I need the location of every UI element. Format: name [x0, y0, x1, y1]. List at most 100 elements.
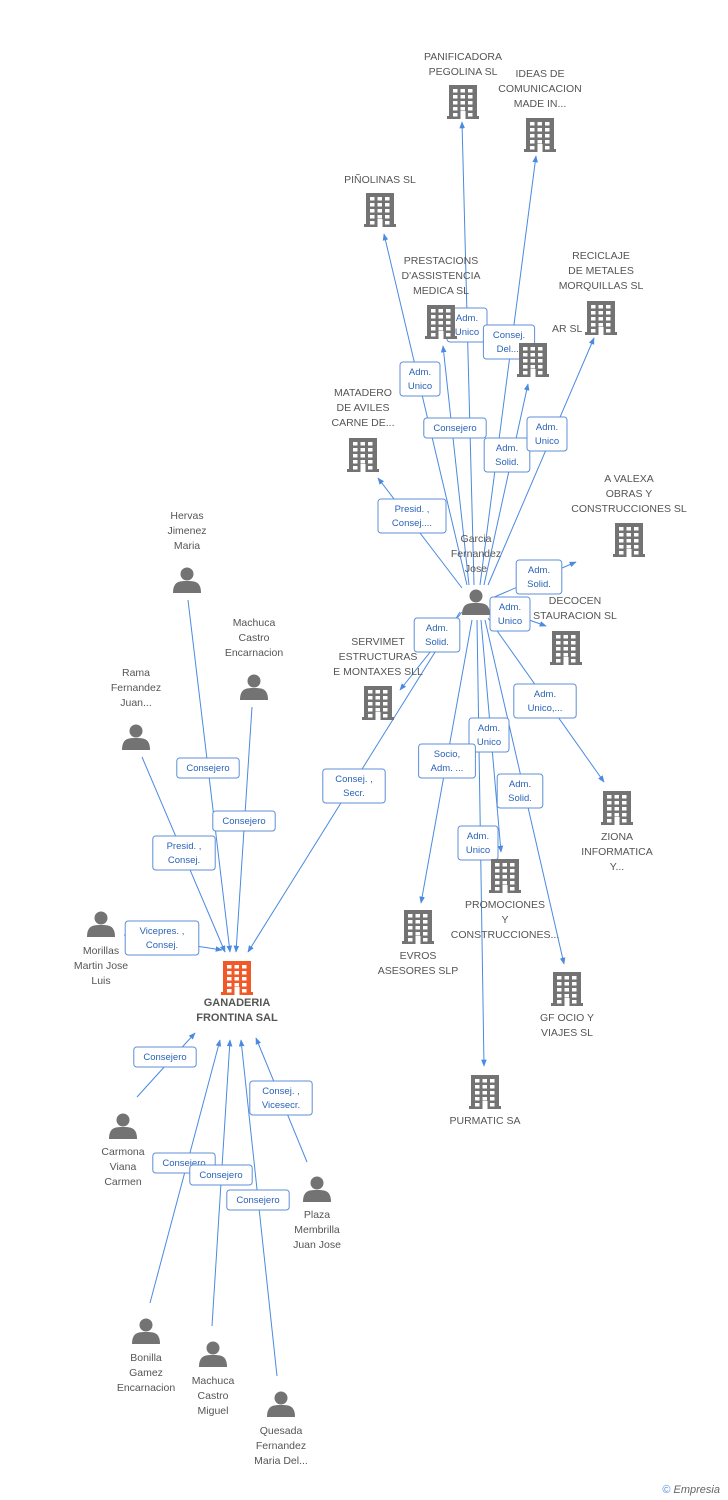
node-purmatic[interactable]: PURMATIC SA	[450, 1075, 521, 1127]
node-label-ziona: INFORMATICA	[581, 846, 653, 858]
node-label-servimet: ESTRUCTURAS	[339, 651, 418, 663]
node-label-ideas: IDEAS DE	[515, 68, 564, 80]
node-label-servimet: E MONTAXES SLL	[333, 666, 423, 678]
node-arsl[interactable]: AR SL	[517, 323, 583, 377]
edge-label-plaza-to-ganaderia[interactable]: Consej. ,Vicesecr.	[249, 1080, 313, 1116]
edge-label-box	[377, 498, 447, 534]
main-company-building-icon	[221, 961, 253, 995]
edge-label-garcia-to-ganaderia[interactable]: Consej. ,Secr.	[322, 768, 386, 804]
edge-label-garcia-to-decocen[interactable]: Adm.Unico	[489, 596, 531, 632]
node-label-reciclaje: RECICLAJE	[572, 250, 630, 262]
edge-label-garcia-to-promociones[interactable]: Adm.Unico	[468, 717, 510, 753]
node-label-morillas: Luis	[91, 975, 110, 987]
node-label-garcia: Garcia	[461, 533, 492, 545]
building-icon	[402, 910, 434, 944]
node-pinolinas[interactable]: PIÑOLINAS SL	[344, 173, 416, 227]
node-label-bonilla: Encarnacion	[117, 1382, 176, 1394]
edge-label-quesada-to-ganaderia[interactable]: Consejero	[226, 1189, 290, 1211]
edge-label-box	[526, 416, 568, 452]
person-icon	[199, 1341, 227, 1367]
node-label-quesada: Quesada	[260, 1425, 303, 1437]
edge-label-text: Consej.	[493, 330, 525, 341]
node-label-carmona: Carmen	[104, 1176, 142, 1188]
edge-label-text: Consej. ,	[335, 774, 373, 785]
person-icon	[87, 911, 115, 937]
edge-label-text: Adm.	[409, 367, 431, 378]
node-label-reciclaje: MORQUILLAS SL	[559, 280, 644, 292]
edge-label-rama-to-ganaderia[interactable]: Presid. ,Consej.	[152, 835, 216, 871]
edge-label-carmona-to-ganaderia[interactable]: Consejero	[133, 1046, 197, 1068]
edge-label-garcia-to-prestacions[interactable]: Consejero	[423, 417, 487, 439]
brand-logo[interactable]: Empresia	[673, 1484, 720, 1496]
edge-label-hervas-to-ganaderia[interactable]: Consejero	[176, 757, 240, 779]
node-ziona[interactable]: ZIONAINFORMATICAY...	[581, 791, 653, 873]
edge-label-box	[152, 835, 216, 871]
edge-label-text: Consejero	[236, 1195, 279, 1206]
node-label-promociones: Y	[501, 914, 508, 926]
edge-label-garcia-to-ziona[interactable]: Adm.Unico,...	[513, 683, 577, 719]
edge-label-garcia-to-matadero[interactable]: Presid. ,Consej....	[377, 498, 447, 534]
edge-label-text: Adm.	[509, 779, 531, 790]
edge-label-text: Consejero	[162, 1158, 205, 1169]
edge-label-morillas-to-ganaderia[interactable]: Vicepres. ,Consej.	[124, 920, 200, 956]
person-icon	[132, 1318, 160, 1344]
building-icon	[469, 1075, 501, 1109]
building-icon	[524, 118, 556, 152]
edge-label-garcia-to-evros[interactable]: Socio,Adm. ...	[418, 743, 476, 779]
edge-label-machuca_e-to-ganaderia[interactable]: Consejero	[212, 810, 276, 832]
building-icon	[613, 523, 645, 557]
edge-label-text: Unico	[477, 737, 501, 748]
edge-label-garcia-to-purmatic[interactable]: Adm.Unico	[457, 825, 499, 861]
node-label-decocen: STAURACION SL	[533, 610, 617, 622]
edge-label-garcia-to-gfocio[interactable]: Adm.Solid.	[496, 773, 544, 809]
edge-label-garcia-to-servimet[interactable]: Adm.Solid.	[413, 617, 461, 653]
node-label-quesada: Fernandez	[256, 1440, 306, 1452]
edge-label-text: Consejero	[143, 1052, 186, 1063]
edge-label-text: Vicesecr.	[262, 1100, 300, 1111]
node-label-ziona: Y...	[610, 861, 624, 873]
node-label-machuca_e: Castro	[239, 632, 270, 644]
node-promociones[interactable]: PROMOCIONESYCONSTRUCCIONES...	[451, 859, 560, 941]
edge-label-box	[124, 920, 200, 956]
edge-label-text: Adm.	[536, 422, 558, 433]
edge-label-text: Consejero	[199, 1170, 242, 1181]
edge-label-garcia-to-arsl[interactable]: Adm.Solid.	[483, 437, 531, 473]
node-label-prestacions: D'ASSISTENCIA	[401, 270, 480, 282]
edge-label-text: Adm.	[456, 313, 478, 324]
node-rama[interactable]: RamaFernandezJuan...	[111, 667, 161, 750]
node-label-rama: Juan...	[120, 697, 152, 709]
node-label-rama: Fernandez	[111, 682, 161, 694]
node-label-matadero: CARNE DE...	[331, 417, 394, 429]
edge-label-text: Adm.	[426, 623, 448, 634]
edge-label-text: Socio,	[434, 749, 460, 760]
edge-label-text: Consejero	[222, 816, 265, 827]
node-label-gfocio: GF OCIO Y	[540, 1012, 594, 1024]
node-label-hervas: Maria	[174, 540, 200, 552]
edge-label-box	[468, 717, 510, 753]
edge-label-machuca_m-to-ganaderia[interactable]: Consejero	[189, 1164, 253, 1186]
edge-garcia-to-reciclaje	[487, 337, 595, 586]
edge-label-garcia-to-avalexa[interactable]: Adm.Solid.	[515, 559, 563, 595]
edge-label-garcia-to-reciclaje[interactable]: Adm.Unico	[526, 416, 568, 452]
edge-label-garcia-to-pinolinas[interactable]: Adm.Unico	[399, 361, 441, 397]
